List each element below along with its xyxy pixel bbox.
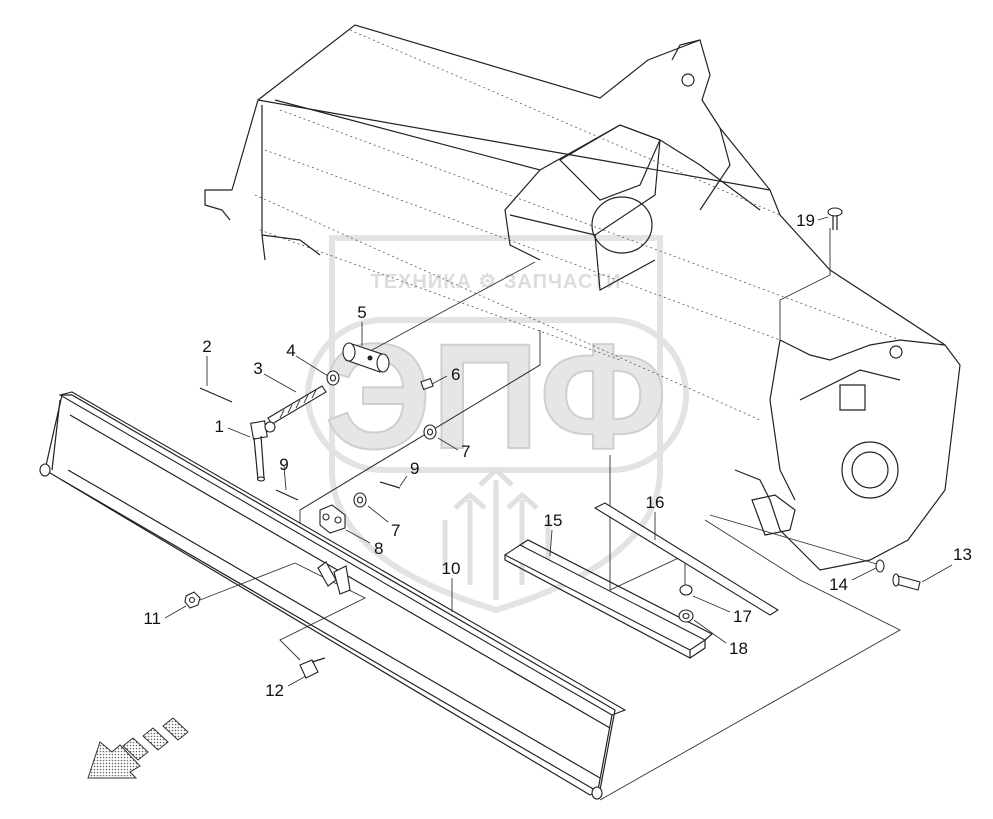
part-14-washer — [875, 559, 885, 573]
callout-5: 5 — [357, 303, 366, 322]
part-17-washer — [679, 584, 693, 596]
part-12-bolt — [299, 657, 326, 679]
part-15-channel — [503, 539, 714, 659]
callout-labels: 1 2 3 4 5 6 7 7 8 9 9 10 11 12 13 14 15 … — [143, 211, 972, 700]
part-5-bushing — [342, 342, 390, 373]
front-guard-bar — [39, 391, 627, 800]
callout-15: 15 — [544, 511, 563, 530]
callout-2: 2 — [202, 337, 211, 356]
part-11-nut — [184, 591, 201, 609]
callout-9b: 9 — [410, 459, 419, 478]
part-13-bolt — [892, 573, 921, 591]
callout-7b: 7 — [391, 521, 400, 540]
wheat-icon — [442, 466, 551, 600]
callout-7a: 7 — [461, 442, 470, 461]
watermark-logo-text: ЭПФ — [325, 312, 668, 480]
callout-3: 3 — [253, 359, 262, 378]
callout-18: 18 — [729, 639, 748, 658]
part-2-pin — [199, 387, 233, 403]
watermark-top-text: ТЕХНИКА ⚙ ЗАПЧАСТИ — [370, 271, 621, 293]
travel-direction-arrow-icon — [87, 717, 189, 779]
part-7-washer — [353, 424, 437, 508]
callout-14: 14 — [829, 575, 848, 594]
part-9-split-pin — [275, 481, 401, 501]
part-6-nut — [420, 377, 434, 391]
callout-1: 1 — [215, 417, 224, 436]
part-3-threaded-rod — [264, 385, 327, 433]
callout-leaders — [164, 216, 953, 687]
callout-6: 6 — [451, 365, 460, 384]
callout-12: 12 — [265, 681, 284, 700]
callout-8: 8 — [374, 539, 383, 558]
part-18-nut — [678, 609, 694, 623]
watermark: ТЕХНИКА ⚙ ЗАПЧАСТИ ЭПФ — [305, 235, 689, 614]
callout-17: 17 — [733, 607, 752, 626]
rotor-housing — [204, 24, 961, 571]
callout-16: 16 — [646, 493, 665, 512]
callout-19: 19 — [796, 211, 815, 230]
part-1-clevis — [250, 420, 268, 482]
part-16-strip — [593, 502, 780, 616]
callout-10: 10 — [442, 559, 461, 578]
part-8-bracket — [317, 504, 351, 595]
part-19-rivet — [827, 207, 843, 230]
callout-4: 4 — [286, 341, 295, 360]
callout-9a: 9 — [279, 455, 288, 474]
callout-11: 11 — [143, 609, 161, 628]
part-4-washer — [326, 370, 340, 386]
callout-13: 13 — [953, 545, 972, 564]
